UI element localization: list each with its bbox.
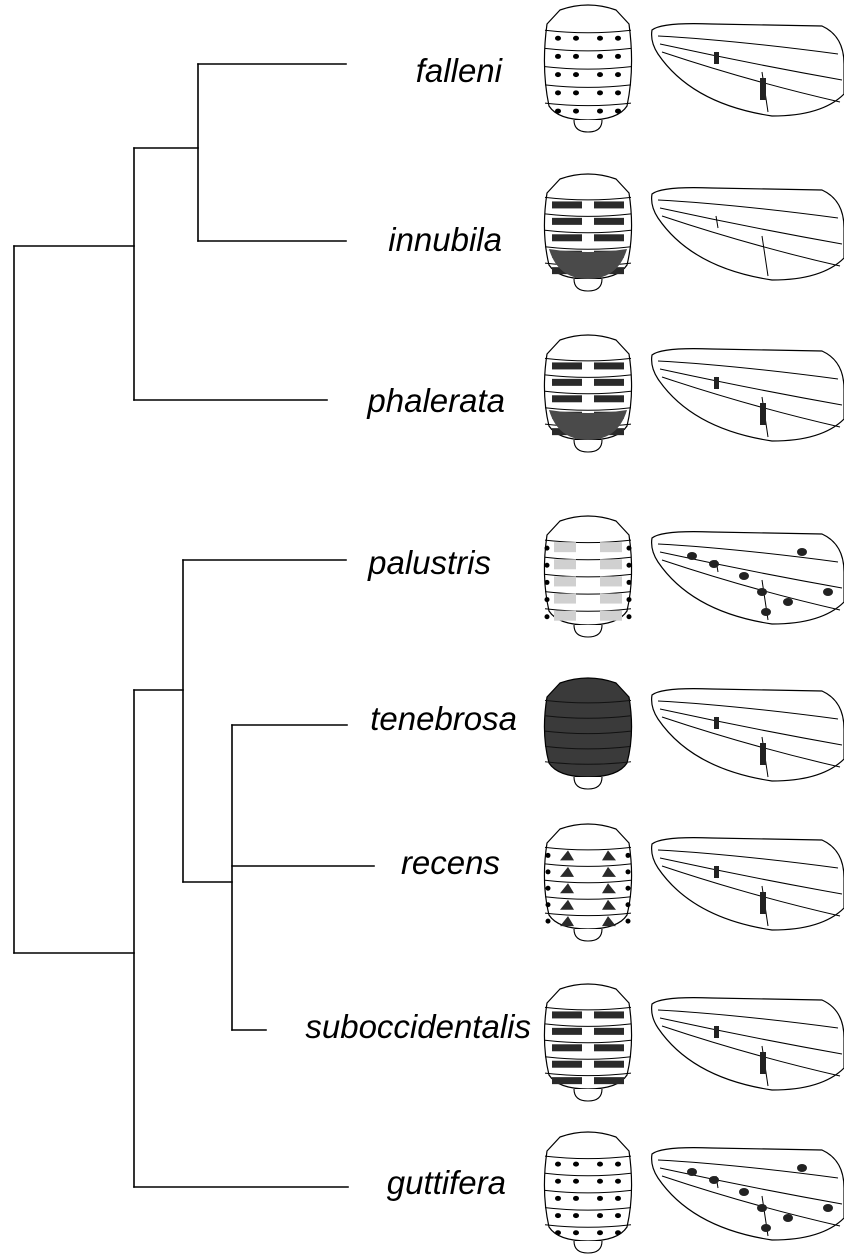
abdomen-palustris (544, 516, 631, 637)
taxon-label-palustris: palustris (367, 544, 491, 581)
abdomen-suboccidentalis (544, 984, 631, 1101)
abdomen-phalerata (544, 335, 631, 452)
specimen-tenebrosa (544, 678, 844, 789)
wing-recens (652, 838, 844, 930)
specimen-palustris (544, 516, 844, 637)
taxon-labels: falleni innubila phalerata palustris ten… (305, 52, 531, 1201)
wing-phalerata (652, 349, 844, 441)
specimen-recens (544, 824, 844, 941)
taxon-label-recens: recens (401, 844, 500, 881)
abdomen-recens (544, 824, 631, 941)
taxon-label-falleni: falleni (416, 52, 504, 89)
wing-suboccidentalis (652, 998, 844, 1090)
specimen-guttifera (544, 1132, 844, 1253)
wing-guttifera (652, 1148, 844, 1240)
specimen-suboccidentalis (544, 984, 844, 1101)
abdomen-falleni (544, 5, 631, 132)
wing-innubila (652, 188, 844, 280)
specimen-phalerata (544, 335, 844, 452)
taxon-label-guttifera: guttifera (387, 1164, 506, 1201)
wing-palustris (652, 532, 844, 624)
wing-tenebrosa (652, 689, 844, 781)
taxon-label-suboccidentalis: suboccidentalis (305, 1008, 531, 1045)
specimen-drawings (544, 5, 844, 1253)
abdomen-tenebrosa (544, 678, 631, 789)
taxon-label-innubila: innubila (388, 221, 502, 258)
taxon-label-tenebrosa: tenebrosa (370, 700, 517, 737)
specimen-innubila (544, 174, 844, 291)
specimen-falleni (544, 5, 844, 132)
abdomen-innubila (544, 174, 631, 291)
taxon-label-phalerata: phalerata (366, 382, 505, 419)
wing-falleni (652, 24, 844, 116)
abdomen-guttifera (544, 1132, 631, 1253)
